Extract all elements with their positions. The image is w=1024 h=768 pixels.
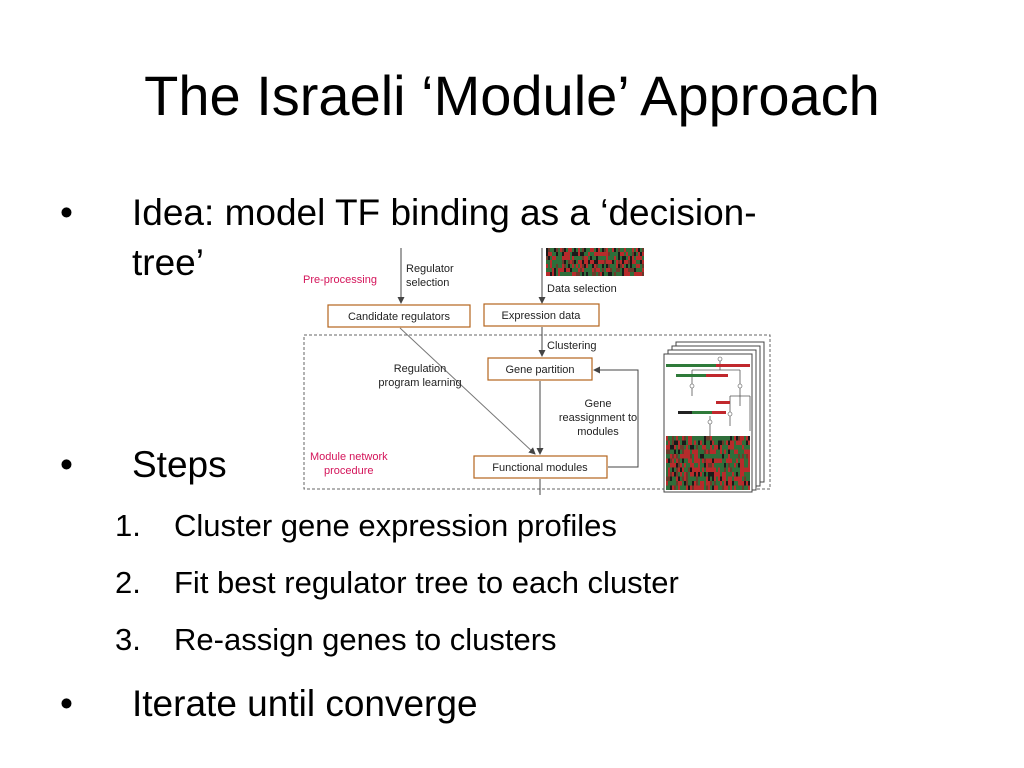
step-item: 2. Fit best regulator tree to each clust… xyxy=(115,563,915,603)
label-regulator-selection-2: selection xyxy=(406,277,449,289)
label-gene: Gene xyxy=(585,398,612,410)
arrow-regulation-learning xyxy=(399,327,536,455)
step-item: 3. Re-assign genes to clusters xyxy=(115,620,915,660)
step-number: 1. xyxy=(115,508,141,543)
module-stack-icon xyxy=(663,341,765,493)
label-module-network: Module network xyxy=(310,451,388,463)
gene-partition-label: Gene partition xyxy=(505,364,574,376)
candidate-regulators-box xyxy=(327,304,471,328)
label-reassignment-to: reassignment to xyxy=(559,412,637,424)
label-procedure: procedure xyxy=(324,465,374,477)
step-number: 3. xyxy=(115,622,141,657)
label-data-selection: Data selection xyxy=(547,283,617,295)
expression-data-box xyxy=(483,303,600,327)
bullet-text: Steps xyxy=(132,444,227,485)
bullet-text-line2: tree’ xyxy=(132,242,204,283)
functional-modules-label: Functional modules xyxy=(492,462,588,474)
label-modules: modules xyxy=(577,426,619,438)
bullet-symbol: • xyxy=(60,683,73,724)
label-regulator-selection: Regulator xyxy=(406,263,454,275)
procedure-region xyxy=(303,334,771,490)
bullet-steps: • Steps xyxy=(60,440,360,490)
module-network-diagram: Pre-processing Regulator selection Data … xyxy=(303,248,771,495)
label-pre-processing: Pre-processing xyxy=(303,274,377,286)
heatmap-thumbnail-icon xyxy=(546,248,644,276)
functional-modules-box xyxy=(473,455,608,479)
step-text: Re-assign genes to clusters xyxy=(174,622,557,657)
arrow-gene-reassignment xyxy=(593,366,639,468)
gene-partition-box xyxy=(487,357,593,381)
slide-title: The Israeli ‘Module’ Approach xyxy=(144,64,880,127)
label-program-learning: program learning xyxy=(378,377,461,389)
bullet-text-line1: Idea: model TF binding as a ‘decision- xyxy=(132,192,757,233)
bullet-idea: • Idea: model TF binding as a ‘decision-… xyxy=(60,188,960,288)
step-text: Cluster gene expression profiles xyxy=(174,508,617,543)
expression-data-label: Expression data xyxy=(502,310,582,322)
bullet-symbol: • xyxy=(60,192,73,233)
bullet-iterate: • Iterate until converge xyxy=(60,679,760,729)
label-clustering: Clustering xyxy=(547,340,597,352)
step-text: Fit best regulator tree to each cluster xyxy=(174,565,679,600)
bullet-text: Iterate until converge xyxy=(132,683,478,724)
step-item: 1. Cluster gene expression profiles xyxy=(115,506,915,546)
step-number: 2. xyxy=(115,565,141,600)
bullet-symbol: • xyxy=(60,444,73,485)
candidate-regulators-label: Candidate regulators xyxy=(348,311,451,323)
label-regulation: Regulation xyxy=(394,363,447,375)
